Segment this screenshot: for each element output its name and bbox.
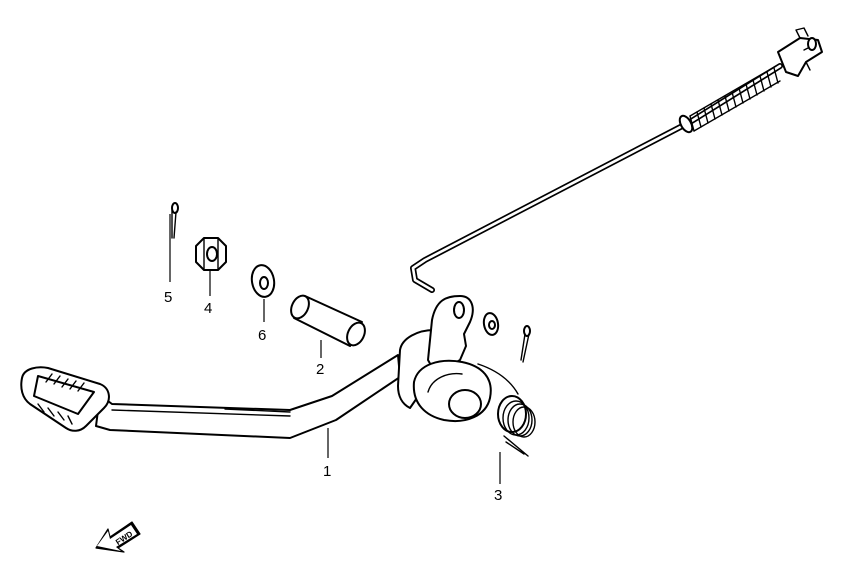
leader-lines xyxy=(169,214,501,484)
brake-rod xyxy=(410,27,823,293)
pivot-sleeve xyxy=(290,294,366,347)
callout-3: 3 xyxy=(494,487,502,504)
callout-6: 6 xyxy=(258,327,266,344)
small-pin xyxy=(520,325,531,363)
rod-end-fitting xyxy=(777,27,823,77)
small-washer xyxy=(482,312,500,336)
callout-2: 2 xyxy=(316,361,324,378)
pivot-nut xyxy=(195,237,227,271)
callout-5: 5 xyxy=(164,289,172,306)
cotter-pin xyxy=(171,202,179,239)
brake-pedal xyxy=(20,295,492,439)
fwd-arrow-icon: FWD xyxy=(95,521,141,553)
pedal-pivot-boss xyxy=(397,295,492,422)
callout-4: 4 xyxy=(204,300,212,317)
callout-1: 1 xyxy=(323,463,331,480)
return-spring xyxy=(477,363,536,457)
washer xyxy=(250,264,276,298)
pedal-tread xyxy=(20,366,110,432)
adjuster-spring xyxy=(689,65,781,132)
